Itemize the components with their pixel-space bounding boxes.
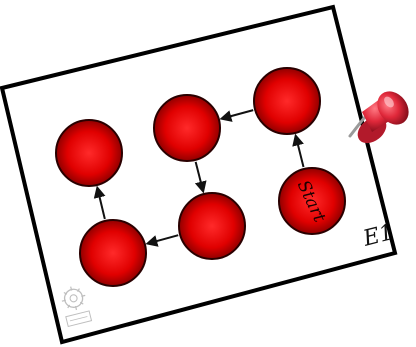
nodes-layer: Start bbox=[55, 67, 346, 287]
node-n2 bbox=[253, 67, 321, 135]
node-n4 bbox=[178, 192, 246, 260]
edge-arrow-n3-n4 bbox=[194, 161, 207, 194]
edge-arrow-n2-n3 bbox=[219, 109, 254, 122]
edge-arrow-n4-n5 bbox=[145, 234, 179, 247]
node-circle bbox=[178, 192, 246, 260]
node-circle bbox=[79, 219, 147, 287]
node-circle bbox=[55, 119, 123, 187]
node-n3 bbox=[153, 94, 221, 162]
push-pin-icon bbox=[348, 91, 409, 144]
node-n5 bbox=[79, 219, 147, 287]
node-circle bbox=[253, 67, 321, 135]
edge-arrow-n5-n6 bbox=[93, 185, 106, 220]
node-circle bbox=[153, 94, 221, 162]
edge-arrow-n1-n2 bbox=[292, 133, 305, 168]
gear-logo-icon bbox=[61, 286, 93, 328]
start-node: Start bbox=[278, 167, 346, 235]
edges-layer bbox=[93, 109, 305, 247]
node-circle bbox=[278, 167, 346, 235]
node-n6 bbox=[55, 119, 123, 187]
